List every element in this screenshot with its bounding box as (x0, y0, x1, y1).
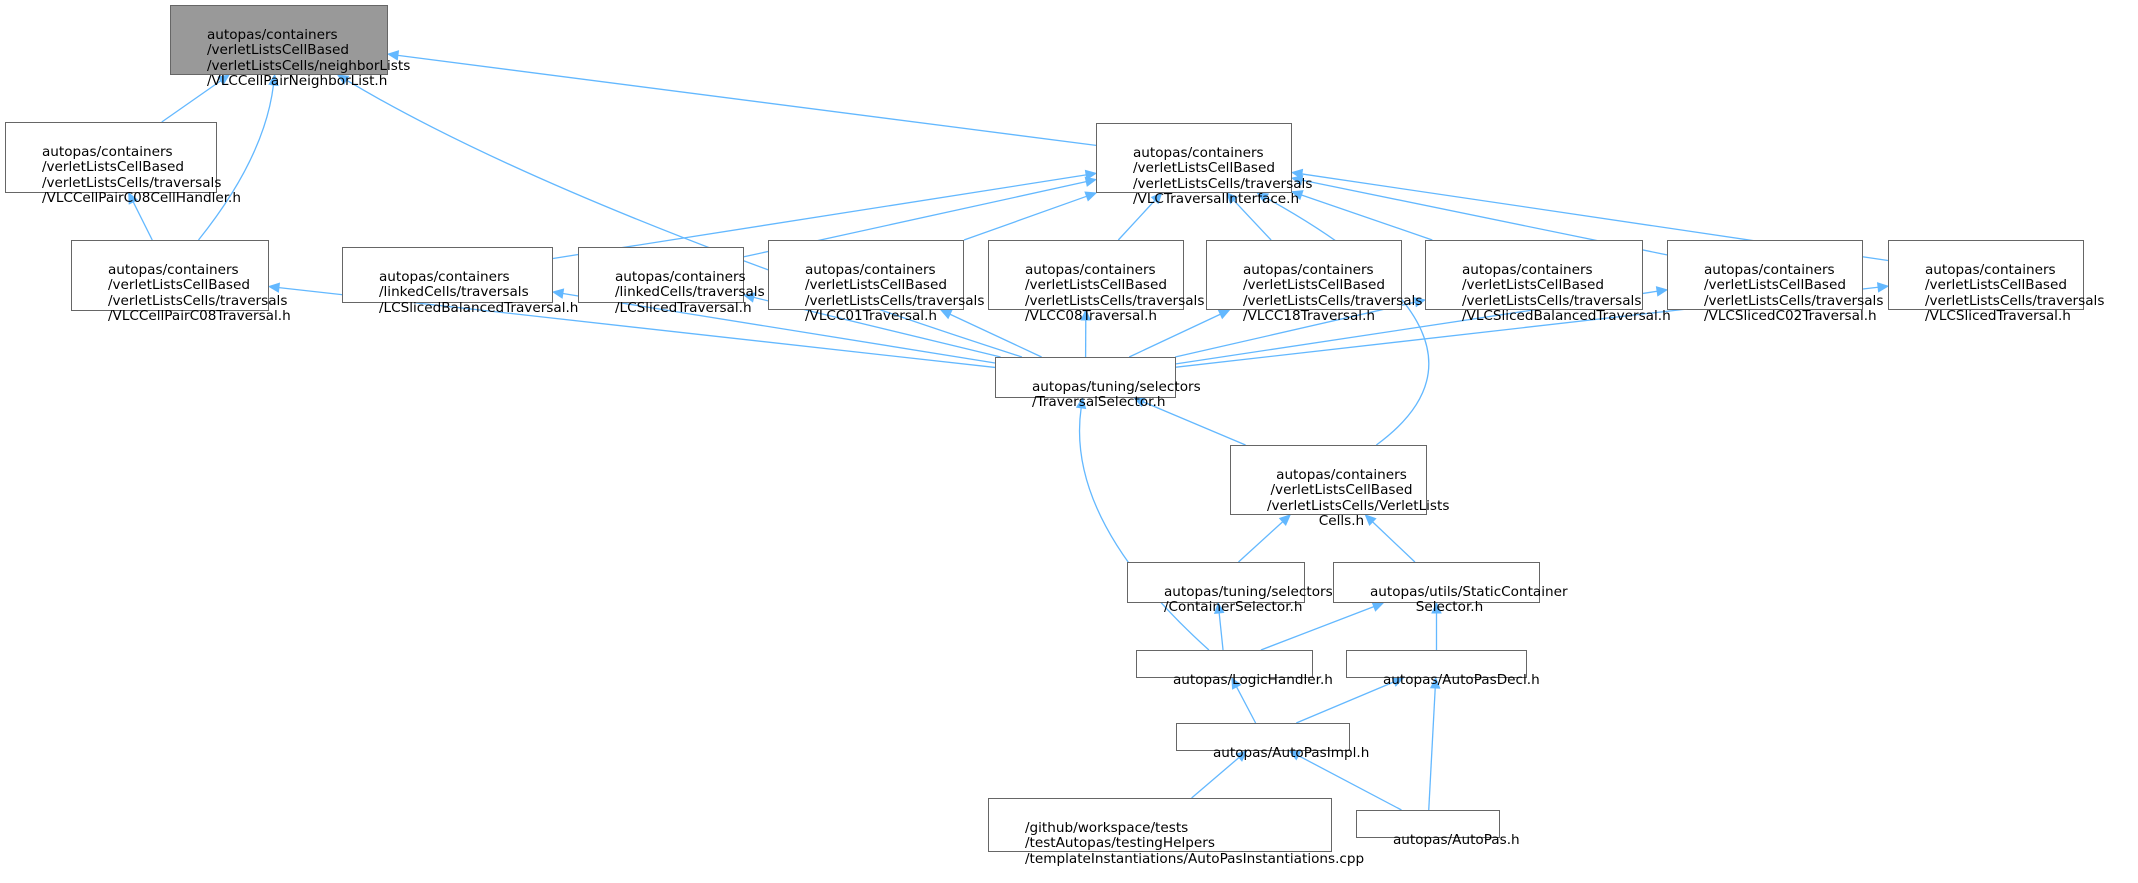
node-label: autopas/containers /verletListsCellBased… (779, 247, 953, 341)
node-vlc-c01-traversal[interactable]: autopas/containers /verletListsCellBased… (768, 240, 964, 310)
node-label: autopas/containers /verletListsCellBased… (1678, 247, 1852, 341)
node-vlc-cell-pair-c08-cell-handler[interactable]: autopas/containers /verletListsCellBased… (5, 122, 217, 193)
node-autopas-h[interactable]: autopas/AutoPas.h (1356, 810, 1500, 838)
node-vlc-sliced-balanced-traversal[interactable]: autopas/containers /verletListsCellBased… (1425, 240, 1643, 310)
arrowhead-traversal_selector-to-vlc_sliced_c02 (1656, 287, 1667, 296)
node-lc-sliced-balanced-traversal[interactable]: autopas/containers /linkedCells/traversa… (342, 247, 553, 303)
node-label: autopas/containers /verletListsCellBased… (999, 247, 1173, 341)
arrowhead-vlc_c01-to-vlc_traversal_interface (1085, 192, 1096, 200)
node-autopas-decl[interactable]: autopas/AutoPasDecl.h (1346, 650, 1527, 678)
node-container-selector[interactable]: autopas/tuning/selectors /ContainerSelec… (1127, 562, 1305, 603)
edge-autopas_h-to-autopas_decl (1429, 688, 1435, 810)
node-vlc-traversal-interface[interactable]: autopas/containers /verletListsCellBased… (1096, 123, 1292, 193)
node-label: autopas/containers /verletListsCellBased… (82, 247, 258, 341)
node-label: autopas/LogicHandler.h (1147, 657, 1302, 704)
node-vlc-cell-pair-c08-traversal[interactable]: autopas/containers /verletListsCellBased… (71, 240, 269, 311)
node-label: autopas/containers /linkedCells/traversa… (353, 254, 542, 332)
node-vlc-sliced-traversal[interactable]: autopas/containers /verletListsCellBased… (1888, 240, 2084, 310)
edge-vlc_traversal_interface-to-root (398, 55, 1096, 145)
node-label: autopas/containers /verletListsCellBased… (181, 12, 377, 106)
dependency-edges (0, 0, 2138, 857)
node-lc-sliced-traversal[interactable]: autopas/containers /linkedCells/traversa… (578, 247, 744, 303)
node-static-container-selector[interactable]: autopas/utils/StaticContainer Selector.h (1333, 562, 1540, 603)
node-label: autopas/tuning/selectors /ContainerSelec… (1138, 569, 1294, 631)
node-label: autopas/containers /verletListsCellBased… (16, 129, 206, 223)
edge-vlc_c01-to-vlc_traversal_interface (964, 196, 1087, 240)
node-label: autopas/containers /verletListsCellBased… (1436, 247, 1632, 341)
node-label: autopas/containers /verletListsCellBased… (1899, 247, 2073, 341)
edge-vlc_sliced_balanced-to-vlc_traversal_interface (1301, 195, 1432, 240)
node-label: /github/workspace/tests /testAutopas/tes… (999, 805, 1321, 883)
node-vlc-cell-pair-neighbor-list[interactable]: autopas/containers /verletListsCellBased… (170, 5, 388, 75)
node-verlet-lists-cells[interactable]: autopas/containers /verletListsCellBased… (1230, 445, 1427, 515)
node-label: autopas/containers /linkedCells/traversa… (589, 254, 733, 332)
arrowhead-traversal_selector-to-vlc_sliced (1878, 283, 1888, 292)
node-traversal-selector[interactable]: autopas/tuning/selectors /TraversalSelec… (995, 357, 1176, 398)
node-vlc-c08-traversal[interactable]: autopas/containers /verletListsCellBased… (988, 240, 1184, 310)
node-label: autopas/containers /verletListsCellBased… (1241, 452, 1416, 546)
include-dependency-graph: autopas/containers /verletListsCellBased… (0, 0, 2138, 857)
node-logic-handler[interactable]: autopas/LogicHandler.h (1136, 650, 1313, 678)
node-vlc-sliced-c02-traversal[interactable]: autopas/containers /verletListsCellBased… (1667, 240, 1863, 310)
node-label: autopas/utils/StaticContainer Selector.h (1344, 569, 1529, 631)
node-autopas-instantiations[interactable]: /github/workspace/tests /testAutopas/tes… (988, 798, 1332, 852)
node-autopas-impl[interactable]: autopas/AutoPasImpl.h (1176, 723, 1350, 751)
node-label: autopas/AutoPasImpl.h (1187, 730, 1339, 777)
node-label: autopas/containers /verletListsCellBased… (1217, 247, 1391, 341)
arrowhead-traversal_selector-to-lc_sliced_balanced (553, 289, 564, 298)
node-vlc-c18-traversal[interactable]: autopas/containers /verletListsCellBased… (1206, 240, 1402, 310)
arrowhead-traversal_selector-to-vlc_pair08_traversal (269, 283, 279, 292)
arrowhead-lc_sliced-to-vlc_traversal_interface (1085, 177, 1096, 186)
node-label: autopas/tuning/selectors /TraversalSelec… (1006, 364, 1165, 426)
node-label: autopas/AutoPasDecl.h (1357, 657, 1516, 704)
node-label: autopas/containers /verletListsCellBased… (1107, 130, 1281, 224)
